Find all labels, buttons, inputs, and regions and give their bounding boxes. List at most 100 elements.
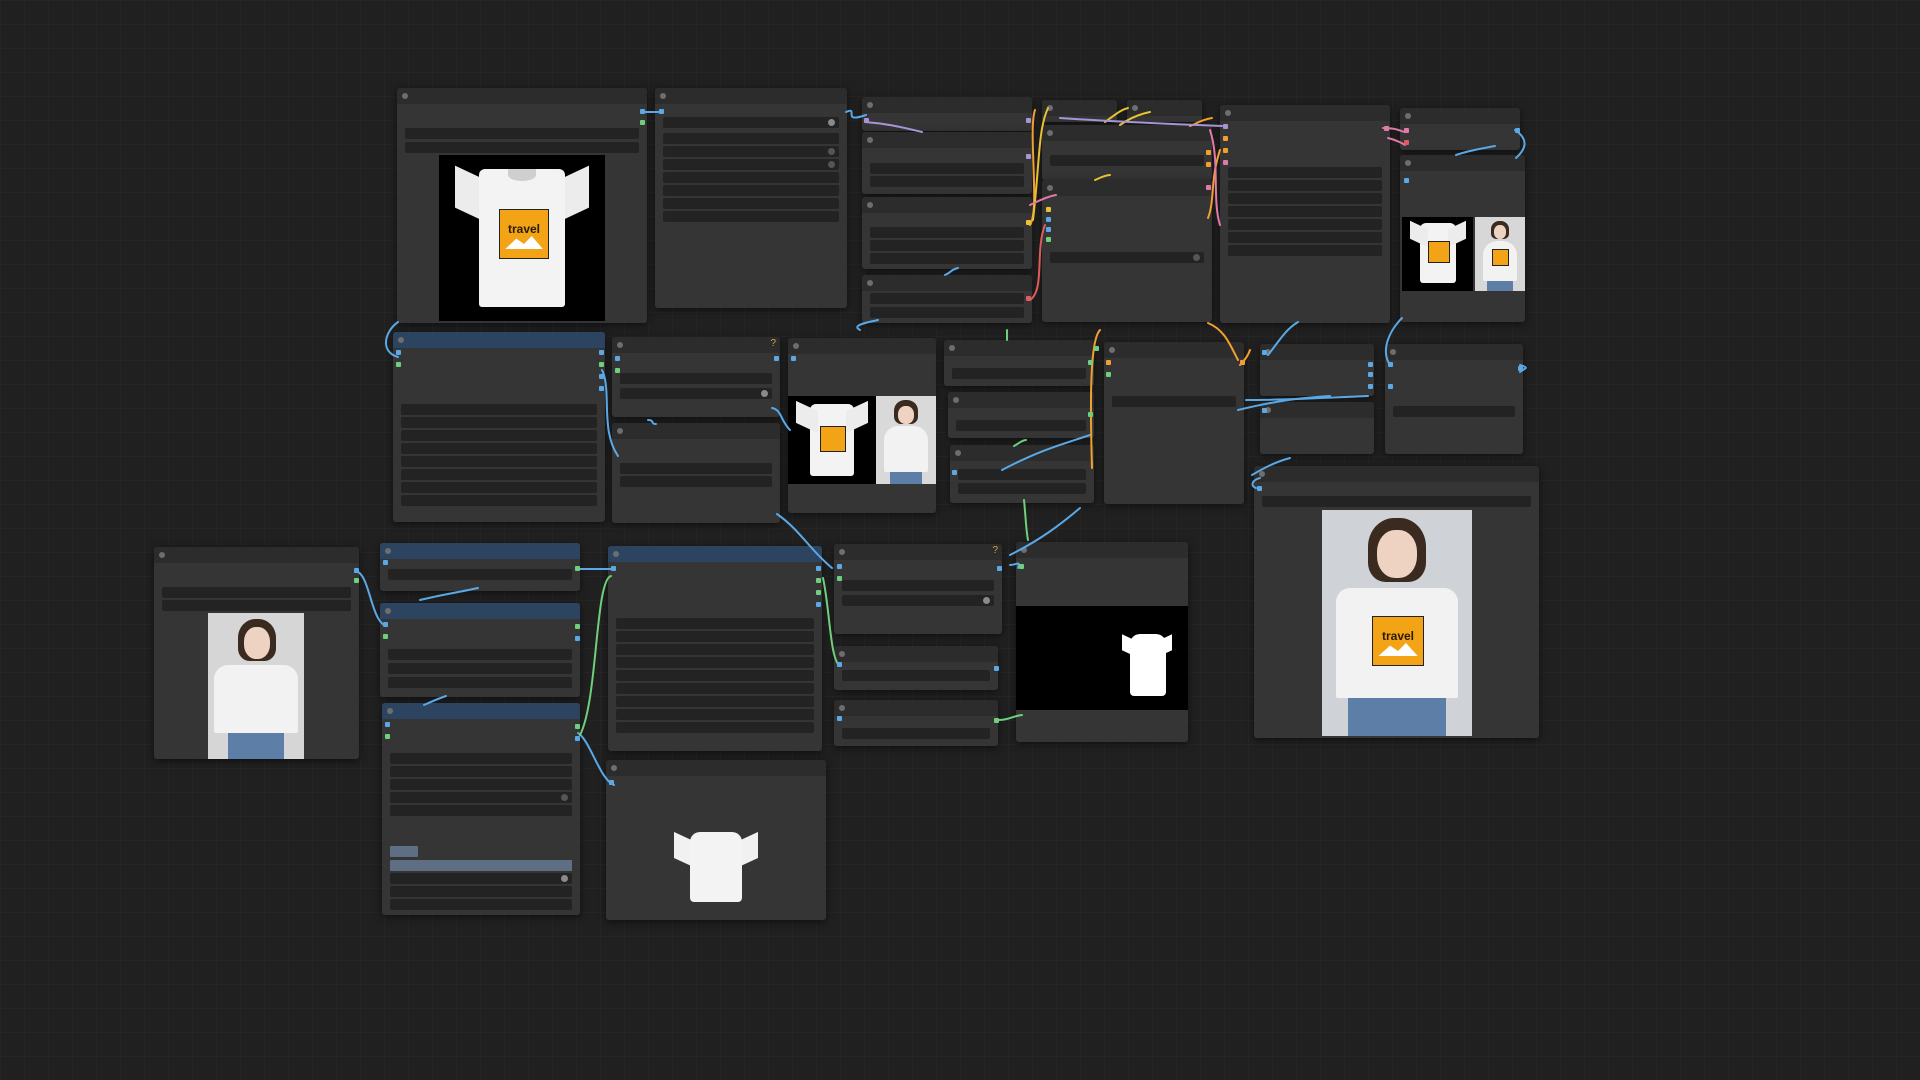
output-port[interactable] xyxy=(599,362,604,367)
loader-node[interactable] xyxy=(1042,125,1212,180)
collapse-dot-icon[interactable] xyxy=(953,397,959,403)
input-port[interactable] xyxy=(1046,207,1051,212)
input-port[interactable] xyxy=(383,622,388,627)
widget-field[interactable] xyxy=(616,618,814,629)
input-port[interactable] xyxy=(1404,140,1409,145)
sampler-node[interactable] xyxy=(1042,180,1212,322)
mask-preview-node[interactable] xyxy=(1016,542,1188,742)
node-header[interactable] xyxy=(1385,344,1523,360)
node-header[interactable] xyxy=(1400,108,1520,124)
output-port[interactable] xyxy=(1206,185,1211,190)
collapse-dot-icon[interactable] xyxy=(660,93,666,99)
widget-field[interactable] xyxy=(390,886,572,897)
node-header[interactable] xyxy=(380,603,580,619)
node-header[interactable] xyxy=(612,423,780,439)
node-header[interactable] xyxy=(1042,100,1117,116)
encode-node[interactable] xyxy=(862,132,1032,194)
cutout-preview-node[interactable] xyxy=(606,760,826,920)
output-port[interactable] xyxy=(575,624,580,629)
widget-field[interactable] xyxy=(162,587,351,598)
widget-field[interactable] xyxy=(388,677,572,688)
widget-field[interactable] xyxy=(616,670,814,681)
widget-field[interactable] xyxy=(958,469,1086,480)
node-header[interactable] xyxy=(606,760,826,776)
widget-field[interactable] xyxy=(390,753,572,764)
widget-field[interactable] xyxy=(1228,245,1382,256)
output-port[interactable] xyxy=(575,636,580,641)
widget-field[interactable] xyxy=(390,779,572,790)
widget-field[interactable] xyxy=(401,456,597,467)
widget-field[interactable] xyxy=(1228,193,1382,204)
collapse-dot-icon[interactable] xyxy=(1109,347,1115,353)
node-header[interactable] xyxy=(154,547,359,563)
input-port[interactable] xyxy=(615,368,620,373)
node-header[interactable] xyxy=(608,546,822,562)
node-header[interactable] xyxy=(950,445,1094,461)
collapse-dot-icon[interactable] xyxy=(793,343,799,349)
widget-combo[interactable] xyxy=(663,117,839,128)
widget-field[interactable] xyxy=(405,142,639,153)
widget-field[interactable] xyxy=(616,631,814,642)
input-port[interactable] xyxy=(1388,362,1393,367)
widget-field[interactable] xyxy=(1228,219,1382,230)
progress-bar-short[interactable] xyxy=(390,846,418,857)
processing-node[interactable] xyxy=(612,423,780,523)
collapse-dot-icon[interactable] xyxy=(387,708,393,714)
collapse-dot-icon[interactable] xyxy=(385,608,391,614)
node-header[interactable] xyxy=(834,700,998,716)
widget-slider[interactable] xyxy=(620,388,772,399)
widget-slider[interactable] xyxy=(390,873,572,884)
collapse-dot-icon[interactable] xyxy=(617,342,623,348)
output-port[interactable] xyxy=(1088,360,1093,365)
widget-field[interactable] xyxy=(616,709,814,720)
input-port[interactable] xyxy=(1106,372,1111,377)
node-header[interactable] xyxy=(1260,344,1374,360)
collapse-dot-icon[interactable] xyxy=(1405,113,1411,119)
output-port[interactable] xyxy=(354,568,359,573)
small-node[interactable] xyxy=(862,97,1032,131)
toggle-knob-icon[interactable] xyxy=(828,148,835,155)
widget-field[interactable] xyxy=(870,176,1024,187)
group-node-blue[interactable] xyxy=(380,603,580,697)
node-header[interactable] xyxy=(948,392,1094,408)
collapse-dot-icon[interactable] xyxy=(613,551,619,557)
collapse-dot-icon[interactable] xyxy=(1021,547,1027,553)
toggle-knob-icon[interactable] xyxy=(1193,254,1200,261)
collapse-dot-icon[interactable] xyxy=(867,202,873,208)
input-port[interactable] xyxy=(1046,237,1051,242)
small-node[interactable] xyxy=(1400,108,1520,150)
load-image-node-shirt[interactable]: travel xyxy=(397,88,647,323)
toggle-knob-icon[interactable] xyxy=(761,390,768,397)
input-port[interactable] xyxy=(1019,564,1024,569)
input-port[interactable] xyxy=(609,780,614,785)
collapse-dot-icon[interactable] xyxy=(867,137,873,143)
widget-field[interactable] xyxy=(842,670,990,681)
node-header[interactable] xyxy=(1016,542,1188,558)
result-preview-node[interactable]: travel xyxy=(1254,466,1539,738)
input-port[interactable] xyxy=(1404,128,1409,133)
input-port[interactable] xyxy=(837,662,842,667)
output-port[interactable] xyxy=(575,566,580,571)
load-image-node-model[interactable] xyxy=(154,547,359,759)
output-port[interactable] xyxy=(575,724,580,729)
small-node[interactable] xyxy=(1127,100,1202,122)
input-port[interactable] xyxy=(1106,360,1111,365)
widget-field[interactable] xyxy=(401,417,597,428)
widget-field[interactable] xyxy=(870,240,1024,251)
collapse-dot-icon[interactable] xyxy=(1047,130,1053,136)
group-node-blue[interactable] xyxy=(393,332,605,522)
output-port[interactable] xyxy=(599,374,604,379)
output-port[interactable] xyxy=(1368,384,1373,389)
widget-field[interactable] xyxy=(663,159,839,170)
input-port[interactable] xyxy=(385,734,390,739)
widget-field[interactable] xyxy=(1050,252,1204,263)
node-header[interactable] xyxy=(382,703,580,719)
widget-field[interactable] xyxy=(401,443,597,454)
small-node[interactable] xyxy=(1260,402,1374,454)
input-port[interactable] xyxy=(1223,124,1228,129)
node-header[interactable]: ? xyxy=(834,544,1002,560)
collapse-dot-icon[interactable] xyxy=(398,337,404,343)
output-port[interactable] xyxy=(1088,412,1093,417)
encode-node[interactable] xyxy=(862,275,1032,323)
input-port[interactable] xyxy=(1223,160,1228,165)
